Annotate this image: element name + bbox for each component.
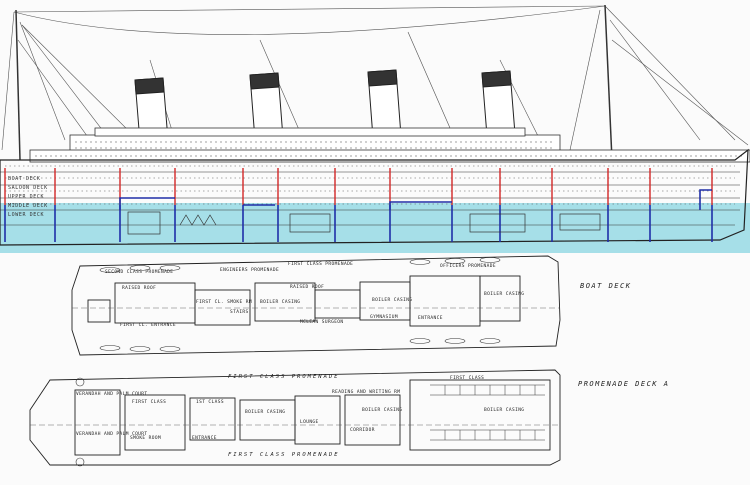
boat-deck-room-9: STAIRS (230, 310, 249, 315)
boat-deck-room-10: BOILER CASING (484, 292, 525, 297)
promenade-deck-room-0: SMOKE ROOM (130, 436, 162, 441)
profile-deck-label-2: UPPER DECK (8, 194, 45, 200)
hull (0, 148, 749, 246)
boat-deck-room-4: GYMNASIUM (370, 315, 398, 320)
funnels (134, 69, 516, 143)
promenade-deck-room-9: BOILER CASING (484, 408, 525, 413)
hull-portholes (5, 165, 735, 205)
boat-deck-plan (71, 255, 561, 356)
machinery-sketch (127, 211, 601, 235)
profile-deck-label-1: SALOON DECK (8, 185, 48, 191)
boat-deck-room-3: BOILER CASING (372, 298, 413, 303)
promenade-deck-room-4: BOILER CASING (245, 410, 286, 415)
boat-deck-title: BOAT DECK (580, 282, 632, 290)
bulkheads-above-waterline (4, 168, 713, 205)
boat-deck-room-6: FIRST CL. ENTRANCE (120, 323, 176, 328)
promenade-deck-room-7: LOUNGE (300, 420, 319, 425)
promenade-deck-cabins (430, 384, 545, 441)
bulkhead-deck-steps (119, 189, 712, 210)
promenade-deck-room-3: 1ST CLASS (196, 400, 224, 405)
bulkheads-below-waterline (4, 205, 713, 242)
promenade-deck-room-11: VERANDAH AND PALM COURT (76, 432, 148, 437)
deck-centrelines (30, 307, 560, 426)
boat-deck-room-5: ENTRANCE (418, 316, 443, 321)
compass-markers (75, 377, 85, 467)
boat-deck-promenade-2: FIRST CLASS PROMENADE (288, 262, 354, 267)
promenade-deck-room-12: CORRIDOR (350, 428, 375, 433)
boat-deck-promenade-3: OFFICERS PROMENADE (440, 264, 496, 269)
superstructure (29, 127, 750, 163)
promenade-deck-plan (29, 369, 561, 466)
boat-deck-lifeboats (99, 257, 501, 352)
boat-deck-promenade-0: SECOND CLASS PROMENADE (105, 270, 174, 275)
promenade-deck-room-5: BOILER CASING (362, 408, 403, 413)
boat-deck-promenade-1: ENGINEERS PROMENADE (220, 268, 280, 273)
profile-deck-label-3: MIDDLE DECK (8, 203, 48, 209)
promenade-deck-title: PROMENADE DECK A (578, 380, 670, 388)
masts (15, 4, 613, 161)
promenade-deck-label-0: FIRST CLASS PROMENADE (228, 374, 340, 380)
boat-deck-room-1: RAISED ROOF (290, 285, 325, 290)
promenade-deck-room-1: FIRST CLASS (132, 400, 167, 405)
portholes-top (35, 141, 745, 157)
waterline-band (0, 203, 750, 253)
promenade-deck-room-8: FIRST CLASS (450, 376, 485, 381)
boat-deck-room-7: MCLEAN SURGEON (300, 320, 344, 325)
promenade-deck-room-2: ENTRANCE (192, 436, 217, 441)
promenade-deck-label-1: FIRST CLASS PROMENADE (228, 452, 340, 458)
profile-deck-label-0: BOAT DECK (8, 176, 41, 182)
boat-deck-room-0: RAISED ROOF (122, 286, 157, 291)
promenade-deck-room-10: VERANDAH AND PALM COURT (76, 392, 148, 397)
boat-deck-room-8: FIRST CL. SMOKE RM (196, 300, 252, 305)
promenade-deck-room-6: READING AND WRITING RM (332, 390, 401, 395)
rigging (1, 5, 749, 151)
profile-deck-label-4: LOWER DECK (8, 212, 45, 218)
boat-deck-room-2: BOILER CASING (260, 300, 301, 305)
